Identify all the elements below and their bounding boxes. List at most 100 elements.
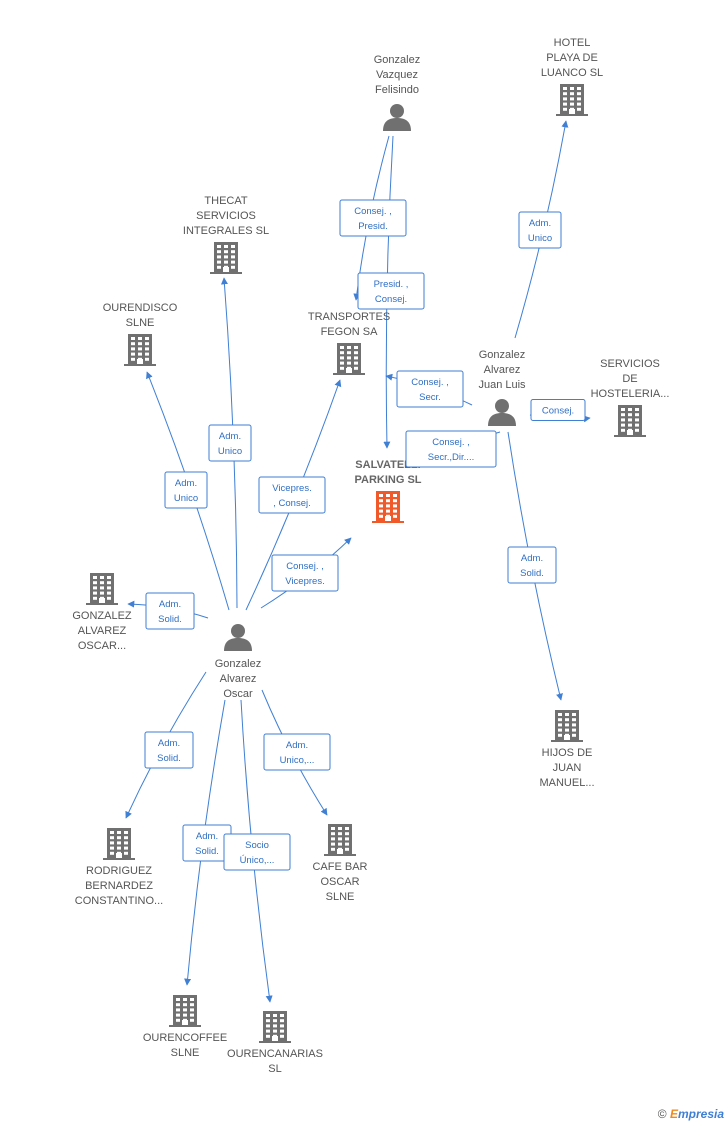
edge-label-gao-to-ourencoffee[interactable]: Adm. Solid. (182, 824, 232, 862)
edge-label-text: Consej. , (411, 377, 449, 388)
main-company-building-icon (372, 491, 404, 523)
node-label: Felisindo (375, 84, 419, 96)
edge-label-box (223, 833, 291, 871)
building-icon (169, 995, 201, 1027)
edge-label-box (507, 546, 557, 584)
node-label: LUANCO SL (541, 67, 603, 79)
edge-label-text: Adm. (159, 599, 181, 610)
node-label: Alvarez (484, 364, 521, 376)
node-label: Oscar (223, 688, 253, 700)
building-icon (556, 84, 588, 116)
edge-label-box (164, 471, 208, 509)
node-label: RODRIGUEZ (86, 865, 152, 877)
edge-label-text: Adm. (158, 738, 180, 749)
edge-label-text: Consej. , (432, 437, 470, 448)
node-label: OURENDISCO (103, 302, 178, 314)
edge-label-box (357, 272, 425, 310)
edge-label-text: Solid. (520, 568, 544, 579)
edge-label-text: Adm. (529, 218, 551, 229)
edge-label-gajl-to-hijos[interactable]: Adm. Solid. (507, 546, 557, 584)
copyright-symbol: © (657, 1107, 667, 1121)
edge-label-gao-to-gao_co[interactable]: Adm. Solid. (145, 592, 195, 630)
edge-label-box (263, 733, 331, 771)
node-label: Gonzalez (374, 54, 420, 66)
node-gao_co[interactable]: GONZALEZALVAREZOSCAR... (72, 573, 132, 652)
edge-label-text: Unico (174, 493, 198, 504)
edge-label-text: Solid. (195, 846, 219, 857)
node-label: Juan Luis (478, 379, 526, 391)
node-label: ALVAREZ (78, 625, 127, 637)
node-label: GONZALEZ (72, 610, 132, 622)
node-label: OSCAR (320, 876, 359, 888)
edge-label-text: Unico,... (280, 755, 315, 766)
edge-label-gao-to-rodriguez[interactable]: Adm.Solid. (144, 731, 194, 769)
edge-label-gao-to-salvatelli[interactable]: Consej. ,Vicepres. (271, 554, 339, 592)
node-label: SLNE (326, 891, 355, 903)
edge-label-text: Adm. (196, 831, 218, 842)
edge-label-text: Adm. (286, 740, 308, 751)
edge-label-gajl-to-fegon[interactable]: Consej. ,Secr. (396, 370, 464, 408)
node-label: FEGON SA (321, 326, 379, 338)
edge-label-box (396, 370, 464, 408)
node-ourencoffee[interactable]: OURENCOFFEE SLNE (143, 995, 227, 1059)
empresia-logo: © Empresia (658, 1107, 724, 1121)
edge-label-text: Presid. , (374, 279, 409, 290)
building-icon (86, 573, 118, 605)
node-label: Alvarez (220, 673, 257, 685)
edge-label-gajl-to-hotel[interactable]: Adm. Unico (518, 211, 562, 249)
node-label: SLNE (171, 1047, 200, 1059)
node-label: Gonzalez (215, 658, 261, 670)
node-label: CONSTANTINO... (75, 895, 163, 907)
edge-label-text: Unico (218, 446, 242, 457)
edge-label-text: Único,... (240, 855, 275, 866)
edge-label-gao-to-cafebar[interactable]: Adm. Unico,... (263, 733, 331, 771)
edge-label-gao-to-ourendisco[interactable]: Adm. Unico (164, 471, 208, 509)
node-label: OURENCOFFEE (143, 1032, 227, 1044)
node-label: MANUEL... (539, 777, 594, 789)
edge-label-gajl-to-salvatelli[interactable]: Consej. ,Secr.,Dir.... (405, 430, 497, 468)
edge-label-gvf-to-salvatelli[interactable]: Presid. , Consej. (357, 272, 425, 310)
node-rodriguez[interactable]: RODRIGUEZBERNARDEZCONSTANTINO... (75, 828, 163, 907)
edge-label-text: Unico (528, 233, 552, 244)
edge-label-box (530, 399, 586, 421)
person-icon (383, 104, 411, 131)
edge-label-text: Consej. (375, 294, 407, 305)
node-servicios[interactable]: SERVICIOSDEHOSTELERIA... (591, 358, 670, 437)
edge-label-gvf-to-fegon[interactable]: Consej. ,Presid. (339, 199, 407, 237)
edge-labels-layer: Consej. ,Presid. Presid. , Consej. Adm. Unic… (144, 199, 586, 871)
edge-label-gao-to-fegon[interactable]: Vicepres., Consej. (258, 476, 326, 514)
node-label: PLAYA DE (546, 52, 598, 64)
node-label: INTEGRALES SL (183, 225, 269, 237)
edge-label-text: Consej. (542, 406, 574, 417)
edge-label-gajl-to-servicios[interactable]: Consej. (530, 399, 586, 421)
building-icon (124, 334, 156, 366)
node-label: SERVICIOS (196, 210, 256, 222)
brand-name: mpresia (677, 1107, 724, 1121)
edge-label-text: , Consej. (273, 498, 311, 509)
edge-label-gao-to-ourencanarias[interactable]: SocioÚnico,... (223, 833, 291, 871)
building-icon (210, 242, 242, 274)
edge-label-text: Adm. (219, 431, 241, 442)
node-label: HOSTELERIA... (591, 388, 670, 400)
edge-label-text: Adm. (175, 478, 197, 489)
node-label: SALVATELLI (355, 459, 420, 471)
building-icon (324, 824, 356, 856)
edge-label-gao-to-thecat[interactable]: Adm. Unico (208, 424, 252, 462)
edge-label-box (518, 211, 562, 249)
node-hijos[interactable]: HIJOS DEJUANMANUEL... (539, 710, 595, 789)
node-label: OURENCANARIAS (227, 1048, 323, 1060)
edge-label-text: Socio (245, 840, 269, 851)
edge-label-text: Solid. (158, 614, 182, 625)
edge-label-text: Adm. (521, 553, 543, 564)
